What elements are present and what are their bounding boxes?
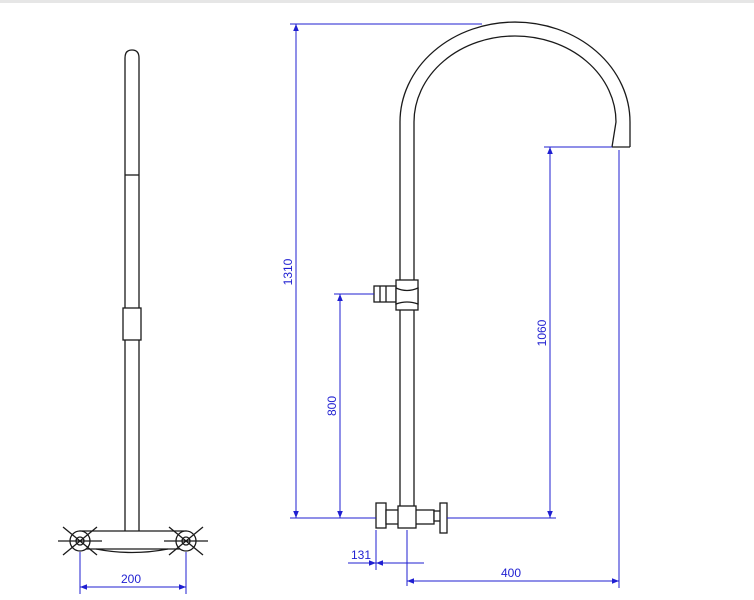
front-riser-tube xyxy=(124,49,140,533)
front-right-handle xyxy=(164,526,208,556)
side-wall-flange xyxy=(375,502,387,529)
front-body-bar xyxy=(79,530,187,550)
front-body-base xyxy=(95,548,169,554)
dimension-label-spout-reach: 400 xyxy=(501,566,521,580)
dimension-spout-reach: 400 xyxy=(407,150,620,588)
dimension-outlet-height: 1060 xyxy=(447,146,612,519)
top-rule xyxy=(0,0,754,3)
spout-inner-contour xyxy=(413,35,617,512)
dimension-valve-offset: 131 xyxy=(348,530,424,586)
dimension-label-valve-height: 800 xyxy=(325,396,339,416)
side-coupling-collar xyxy=(395,286,419,305)
dimension-handle-spacing: 200 xyxy=(79,552,187,594)
front-view xyxy=(58,49,208,556)
dimension-label-handle-spacing: 200 xyxy=(121,572,141,586)
side-view xyxy=(373,21,631,534)
spout-outer-contour xyxy=(399,21,631,512)
side-outlet-valve xyxy=(373,285,397,303)
side-bottom-valve xyxy=(375,502,448,534)
front-left-handle xyxy=(58,526,102,556)
front-tube-coupling xyxy=(122,307,142,341)
side-handle xyxy=(439,502,448,534)
dimension-valve-height: 800 xyxy=(325,293,374,518)
dimension-label-total-height: 1310 xyxy=(281,258,295,285)
dimension-label-outlet-height: 1060 xyxy=(535,319,549,346)
dimension-total-height: 1310 xyxy=(281,23,482,519)
dimension-label-valve-offset: 131 xyxy=(351,548,371,562)
